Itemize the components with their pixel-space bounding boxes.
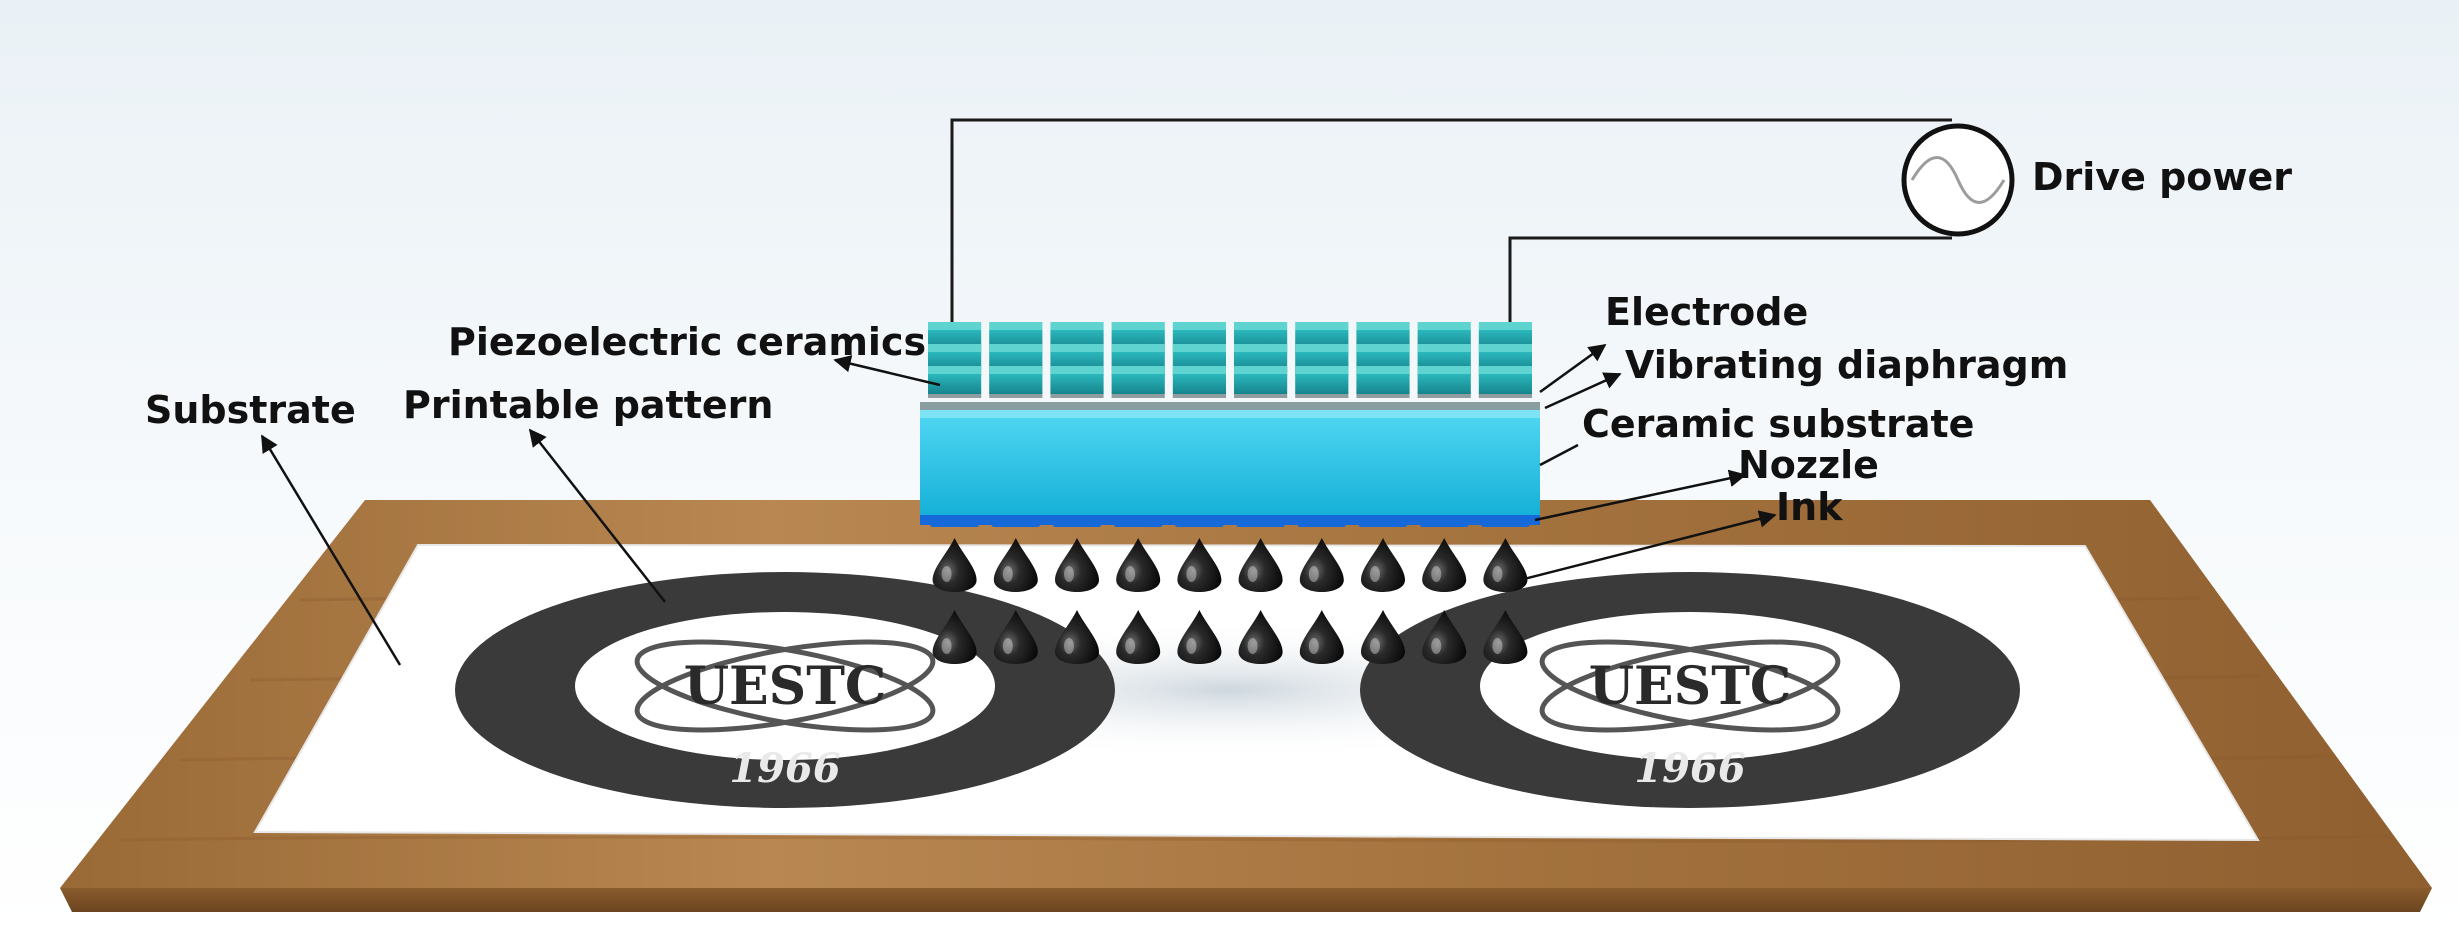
leader-ink — [1519, 510, 1777, 582]
ink-droplet — [993, 610, 1038, 664]
ink-droplet — [1299, 538, 1344, 592]
ink-droplet — [1238, 538, 1283, 592]
ceramic-substrate-block — [920, 415, 1540, 515]
nozzle-row — [930, 515, 1530, 527]
uestc-logo: UESTC 1966 — [455, 572, 1115, 808]
logo-year: 1966 — [1634, 745, 1745, 792]
ink-droplet — [932, 610, 977, 664]
ink-droplet — [1116, 610, 1161, 664]
logo-text: UESTC — [1589, 656, 1792, 717]
piezo-block — [1295, 366, 1349, 398]
leader-ceramic-substrate — [1539, 443, 1579, 467]
label-ink: Ink — [1776, 485, 1843, 529]
nozzle — [930, 515, 980, 527]
ink-droplet — [1483, 538, 1528, 592]
leader-electrode — [1539, 343, 1607, 394]
sine-wave-icon — [1910, 156, 2006, 204]
ink-droplet — [932, 538, 977, 592]
leader-substrate — [260, 434, 402, 666]
uestc-logo: UESTC 1966 — [1360, 572, 2020, 808]
piezo-block — [989, 366, 1043, 398]
label-piezoelectric-ceramics: Piezoelectric ceramics — [448, 320, 926, 364]
label-vibrating-diaphragm: Vibrating diaphragm — [1625, 343, 2068, 387]
piezo-block — [1356, 366, 1410, 398]
ink-droplet — [1055, 610, 1099, 664]
piezo-block — [1478, 366, 1532, 398]
ink-droplet — [1116, 538, 1161, 592]
nozzle — [1174, 515, 1224, 527]
label-drive-power: Drive power — [2032, 155, 2292, 199]
piezo-block — [1417, 366, 1471, 398]
nozzle — [1358, 515, 1408, 527]
nozzle — [1419, 515, 1469, 527]
ink-droplet — [1422, 610, 1467, 664]
label-ceramic-substrate: Ceramic substrate — [1582, 402, 1974, 446]
ink-droplet — [1361, 538, 1405, 592]
label-printable-pattern: Printable pattern — [403, 383, 773, 427]
logo-text: UESTC — [684, 656, 887, 717]
leader-piezoelectric-ceramics — [833, 355, 941, 387]
ink-droplets — [932, 538, 1528, 664]
leader-nozzle — [1534, 469, 1747, 522]
nozzle — [1052, 515, 1102, 527]
piezoelectric-ceramics-array — [928, 322, 1532, 398]
ink-droplet — [1055, 538, 1099, 592]
ink-droplet — [993, 538, 1038, 592]
ink-droplet — [1299, 610, 1344, 664]
ink-droplet — [1422, 538, 1467, 592]
ink-droplet — [1238, 610, 1283, 664]
piezo-block — [1172, 366, 1226, 398]
nozzle-plate — [920, 515, 1540, 525]
nozzle — [1480, 515, 1530, 527]
piezo-block — [1050, 366, 1104, 398]
ink-droplet — [1177, 610, 1222, 664]
label-electrode: Electrode — [1605, 290, 1808, 334]
printhead — [920, 322, 1540, 527]
ink-droplet — [1177, 538, 1222, 592]
piezo-block — [1234, 366, 1288, 398]
nozzle — [991, 515, 1041, 527]
ink-droplet — [1483, 610, 1528, 664]
labels: Drive power Electrode Piezoelectric cera… — [145, 155, 2292, 529]
vibrating-diaphragm-layer — [920, 402, 1540, 410]
leader-vibrating-diaphragm — [1544, 372, 1622, 410]
ink-droplet — [1361, 610, 1405, 664]
label-nozzle: Nozzle — [1738, 443, 1879, 487]
drive-circuit-wires — [950, 118, 1952, 340]
piezo-block — [928, 366, 982, 398]
nozzle — [1297, 515, 1347, 527]
drive-power-source — [1901, 123, 2015, 237]
logo-year: 1966 — [729, 745, 840, 792]
leader-lines — [260, 343, 1777, 666]
label-substrate: Substrate — [145, 388, 356, 432]
nozzle — [1236, 515, 1286, 527]
leader-printable-pattern — [528, 428, 666, 603]
nozzle — [1113, 515, 1163, 527]
piezo-block — [1111, 366, 1165, 398]
